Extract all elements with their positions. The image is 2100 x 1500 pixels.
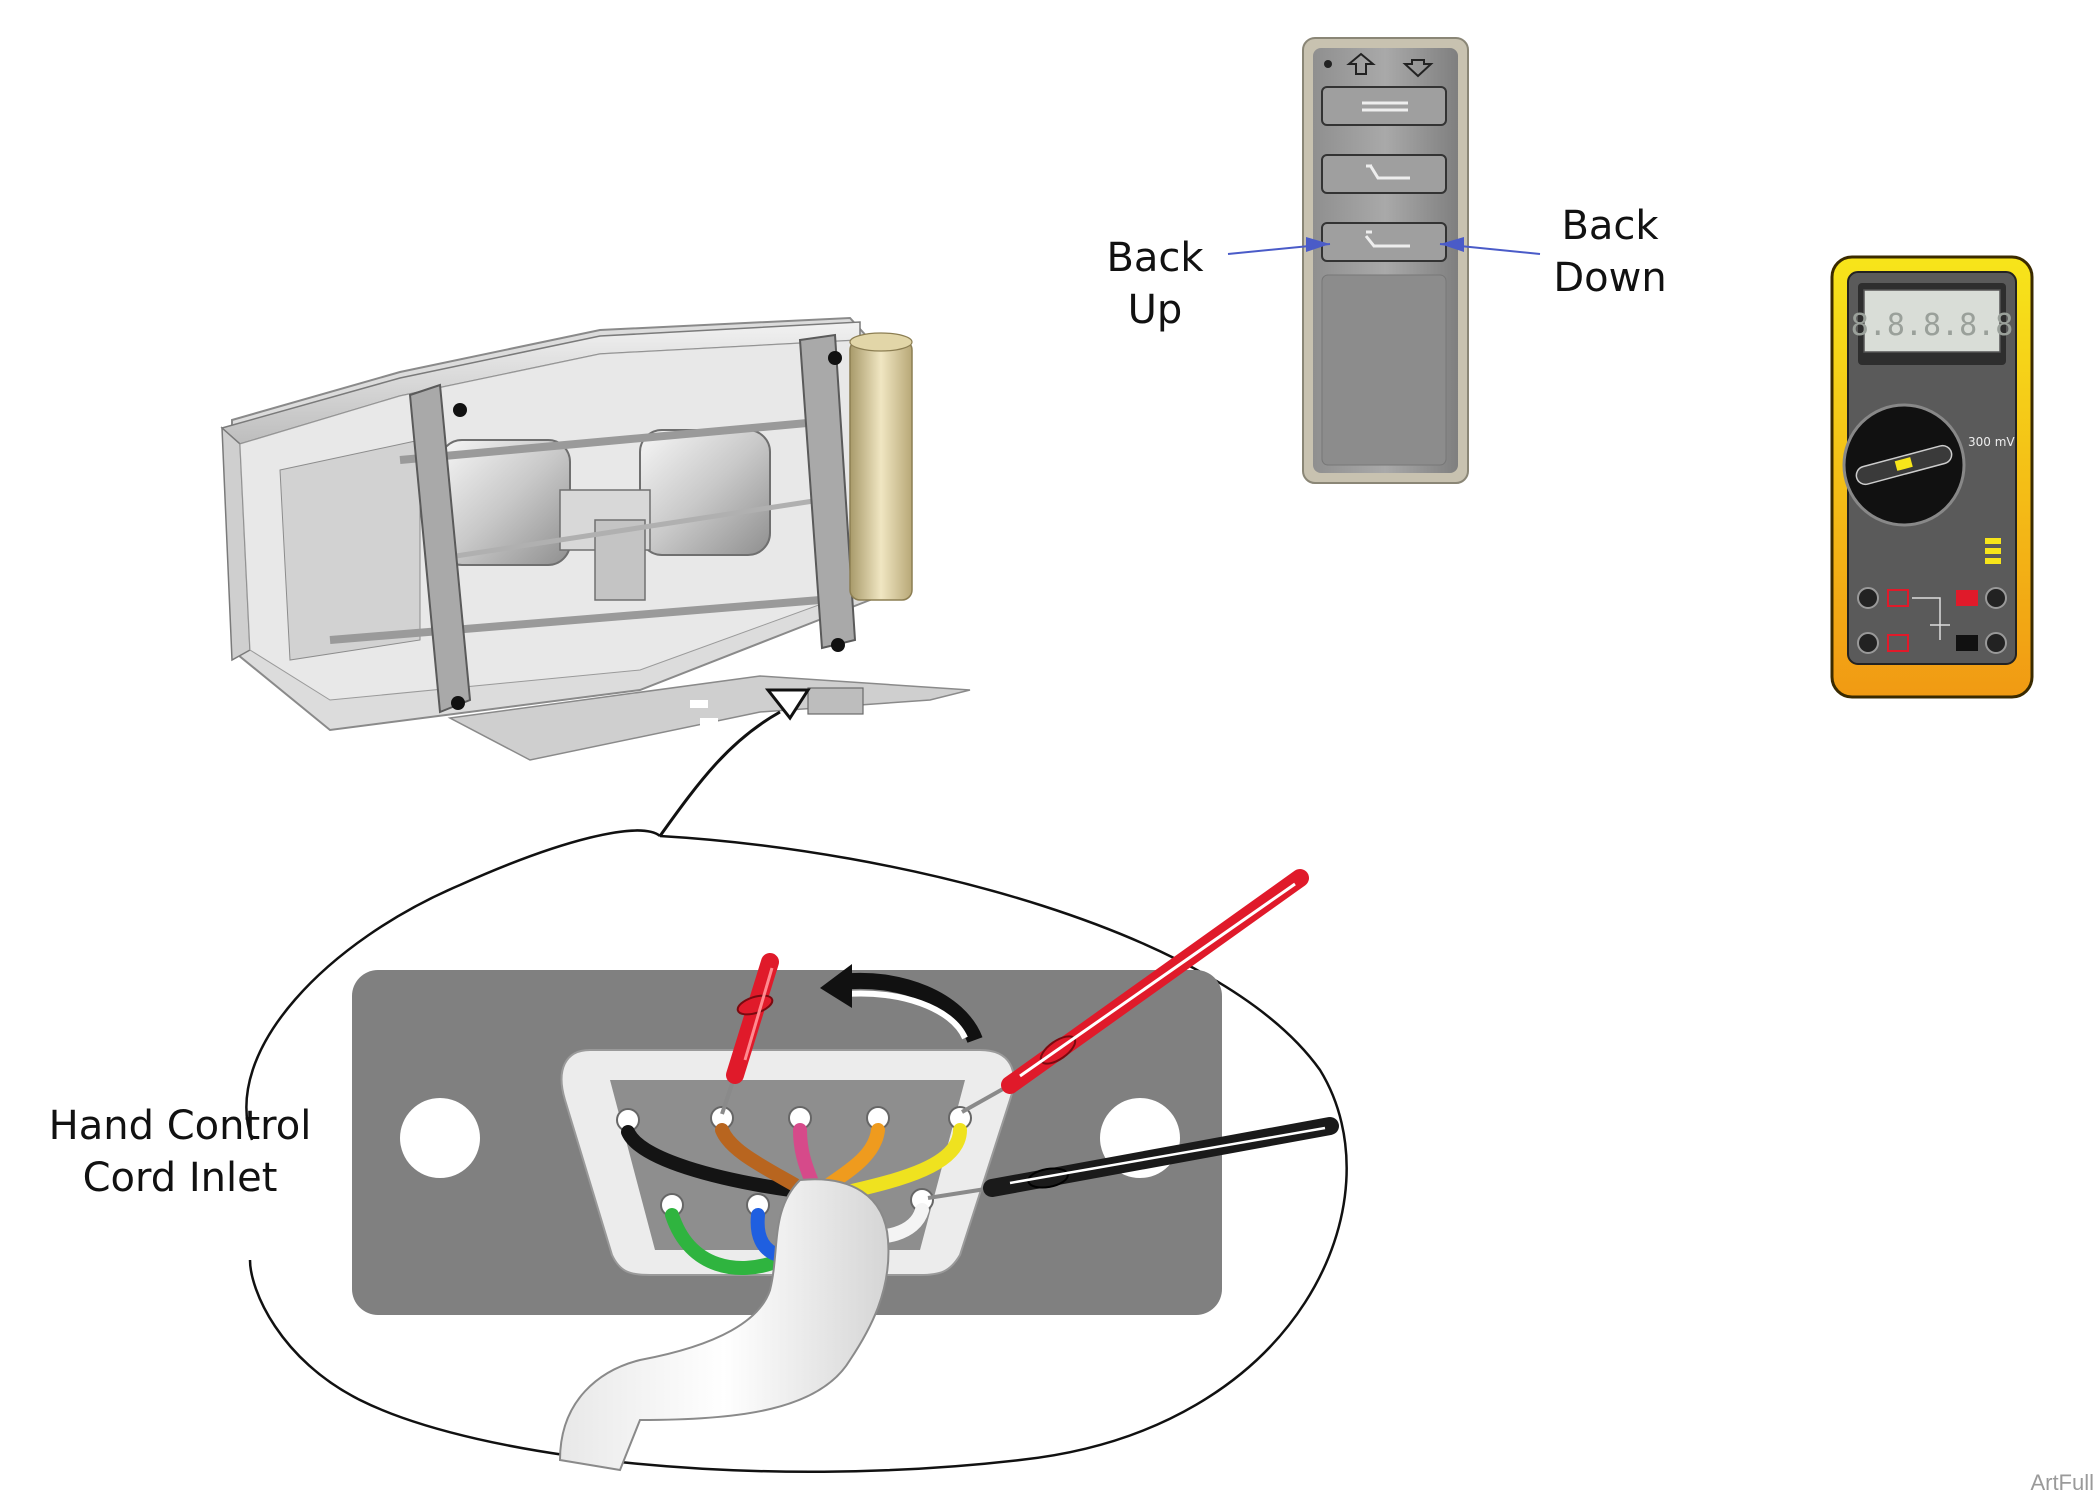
meter-indicator-3 (1985, 558, 2001, 564)
wire-pink (793, 1123, 819, 1189)
cross-member-right (798, 333, 857, 650)
cross-member-left (408, 383, 472, 714)
connector-zoom (352, 869, 1339, 1472)
bed-back-icon (1364, 230, 1410, 248)
battery-cylinder (849, 339, 913, 601)
hand-control-label: Hand Control Cord Inlet (40, 1100, 320, 1204)
wire-brown (715, 1123, 802, 1192)
base-inner-panel (279, 439, 421, 661)
multimeter: 8.8.8.8.8 300 mV (1830, 255, 2034, 699)
meter-jack-fill-black (1956, 635, 1978, 651)
meter-jack-outline-2 (1887, 634, 1909, 652)
caster-4 (831, 638, 845, 652)
wire-yellow (841, 1123, 967, 1199)
back-up-line-1: Back (1106, 235, 1204, 281)
wire-green (665, 1208, 782, 1275)
back-down-line-2: Down (1553, 255, 1667, 301)
probe-tip-2 (961, 1083, 1011, 1114)
hand-pendant (1227, 37, 1541, 484)
back-up-label: Back Up (1100, 232, 1210, 336)
rotate-arrow (839, 972, 983, 1044)
caster-2 (828, 351, 842, 365)
black-probe (927, 1117, 1339, 1200)
meter-jack-a (1857, 587, 1879, 609)
back-up-line-2: Up (1127, 287, 1183, 333)
pendant-button-back[interactable] (1321, 222, 1447, 262)
hand-control-line-2: Cord Inlet (82, 1155, 278, 1201)
red-probe-short (720, 953, 779, 1115)
back-down-label: Back Down (1540, 200, 1680, 304)
rotate-arrow-head (820, 964, 852, 1008)
board-slot-1 (690, 700, 708, 708)
meter-jack-ma (1857, 632, 1879, 654)
wire-orange (823, 1123, 885, 1191)
back-down-pointer-head (1440, 237, 1464, 252)
black-probe-guard (1027, 1167, 1069, 1189)
black-probe-tip (927, 1186, 993, 1200)
rail-bottom (329, 596, 821, 644)
mount-hole-left (400, 1098, 480, 1178)
hand-control-line-1: Hand Control (48, 1103, 312, 1149)
meter-jack-fill-red (1956, 590, 1978, 606)
bed-knee-icon (1366, 164, 1410, 180)
meter-jack-v (1985, 587, 2007, 609)
pendant-button-hilo[interactable] (1321, 86, 1447, 126)
down-arrow-icon (1402, 59, 1434, 78)
callout-arrow-head (764, 688, 811, 721)
rail-middle (429, 497, 821, 563)
cord-cable (558, 1178, 890, 1472)
battery-cap (849, 332, 913, 352)
rail-top (399, 416, 841, 464)
meter-indicator-2 (1985, 548, 2001, 554)
meter-display (1863, 289, 2001, 353)
probe-body (726, 953, 779, 1084)
meter-reading: 8.8.8.8.8 (1851, 308, 2014, 343)
rotate-arrow-inner (845, 990, 968, 1040)
back-up-pointer-head (1306, 237, 1330, 252)
meter-indicator-1 (1985, 538, 2001, 544)
callout-arrow-curve (658, 710, 781, 837)
probe-highlight-2 (1019, 882, 1296, 1078)
caster-1 (453, 403, 467, 417)
board-slot-2 (700, 718, 718, 726)
meter-jack-lines (1912, 597, 1950, 640)
watermark: ArtFull (2030, 1470, 2094, 1495)
red-probe-long (961, 869, 1309, 1114)
meter-range-label: 300 mV (1968, 435, 2015, 449)
motor-right (639, 429, 771, 556)
pendant-led (1324, 60, 1332, 68)
black-probe-highlight (1009, 1126, 1326, 1185)
back-down-line-1: Back (1561, 203, 1659, 249)
probe-highlight (743, 967, 774, 1061)
wire-black (621, 1125, 797, 1197)
bed-flat-icon (1362, 101, 1408, 112)
meter-jack-com (1985, 632, 2007, 654)
inlet-block (807, 687, 864, 715)
meter-dial-marker (1894, 457, 1913, 471)
meter-jack-outline-1 (1887, 589, 1909, 607)
pendant-button-knee[interactable] (1321, 154, 1447, 194)
pendant-blank-panel (1321, 274, 1447, 466)
bed-base-frame (220, 316, 971, 761)
up-arrow-icon (1346, 52, 1376, 75)
callout-bubble-outline (245, 829, 1348, 1474)
caster-3 (451, 696, 465, 710)
